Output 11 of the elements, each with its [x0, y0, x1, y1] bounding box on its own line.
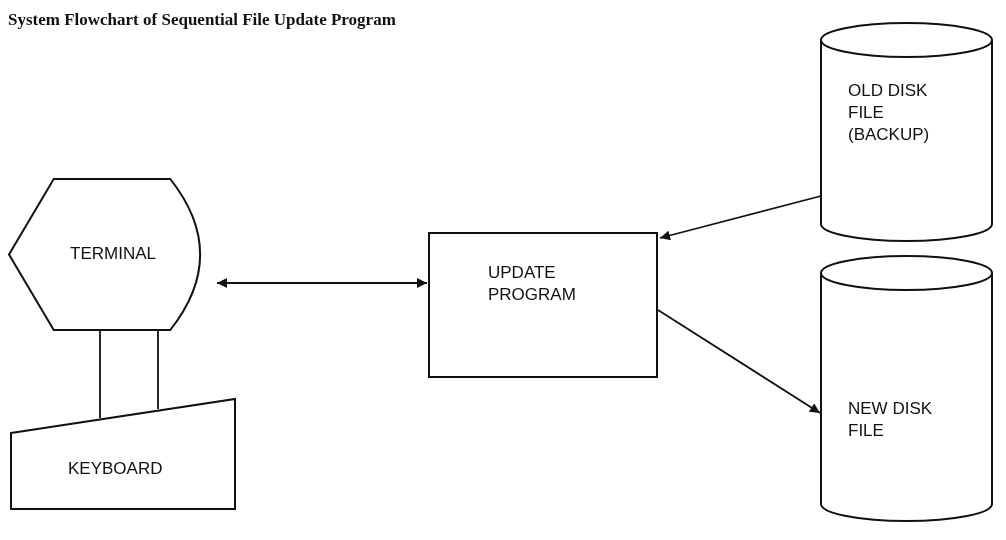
connector-line — [99, 330, 159, 419]
node-label: TERMINAL — [70, 243, 157, 265]
node-label: KEYBOARD — [68, 458, 164, 480]
node-label: UPDATE PROGRAM — [488, 262, 577, 306]
arrow — [657, 309, 821, 414]
node-label: OLD DISK FILE (BACKUP) — [848, 80, 931, 146]
arrow — [216, 278, 428, 288]
arrow — [659, 195, 822, 241]
node-label: NEW DISK FILE — [848, 398, 934, 442]
process-box — [428, 232, 658, 378]
diagram-title: System Flowchart of Sequential File Update Program — [8, 10, 396, 30]
